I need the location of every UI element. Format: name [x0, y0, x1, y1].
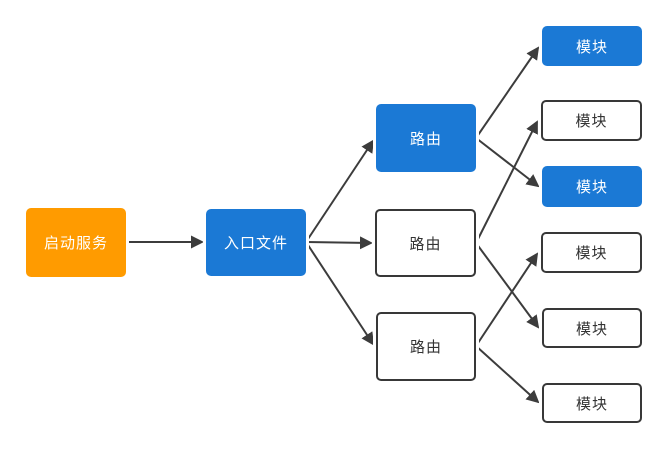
node-module-4: 模块	[541, 232, 642, 273]
node-module-6: 模块	[542, 383, 642, 423]
edge-route-2-module-5	[475, 242, 540, 329]
edge-entry-route-1	[305, 139, 375, 243]
node-module-2: 模块	[541, 100, 642, 141]
node-module-1: 模块	[542, 26, 642, 66]
edge-route-3-module-6	[475, 345, 540, 404]
edge-route-3-module-4	[475, 252, 539, 347]
edge-route-1-module-3	[475, 137, 540, 188]
node-route-2: 路由	[375, 209, 476, 277]
node-route-3: 路由	[376, 312, 476, 381]
edge-route-2-module-2	[475, 120, 538, 244]
node-start-service: 启动服务	[26, 208, 126, 277]
node-route-1: 路由	[376, 104, 476, 172]
node-module-3: 模块	[542, 166, 642, 207]
edge-entry-route-3	[305, 241, 375, 346]
edge-route-1-module-1	[475, 46, 540, 139]
node-module-5: 模块	[542, 308, 642, 348]
edge-entry-route-2	[305, 236, 373, 250]
node-entry-file: 入口文件	[206, 209, 306, 276]
